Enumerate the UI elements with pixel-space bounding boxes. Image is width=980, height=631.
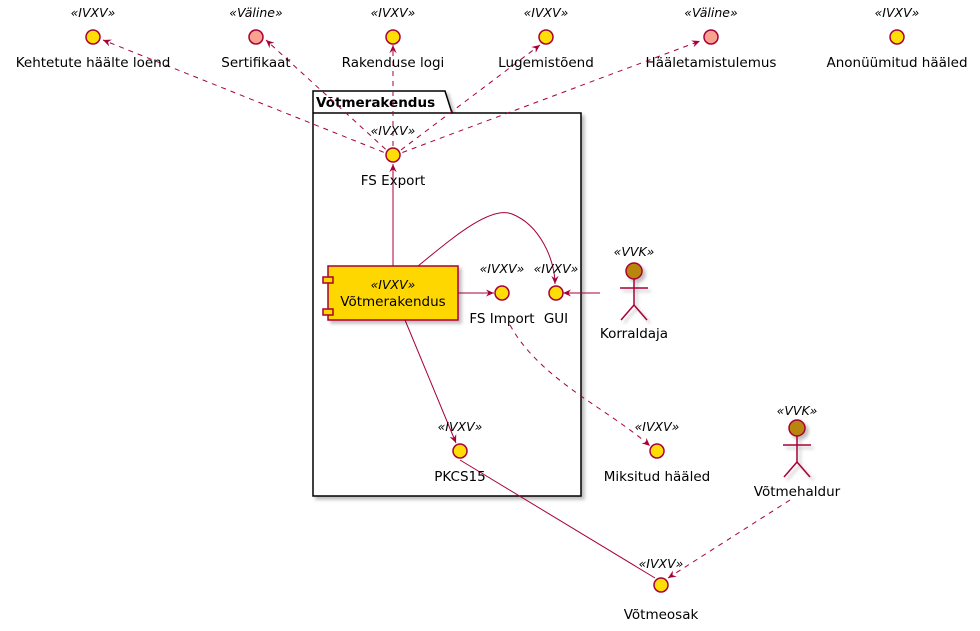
link-votmehaldur-votmeosak bbox=[667, 499, 791, 579]
interface-haaletamistulemus: «Väline» Hääletamistulemus bbox=[646, 5, 777, 71]
actor-votmehaldur-icon bbox=[783, 419, 811, 478]
actor-korraldaja-icon bbox=[620, 262, 648, 321]
interface-rakenduse-logi: «IVXV» Rakenduse logi bbox=[342, 5, 445, 71]
interface-label: FS Export bbox=[361, 173, 426, 189]
interface-sertifikaat-icon bbox=[248, 29, 264, 45]
actor-votmehaldur: «VVK» Võtmehaldur bbox=[754, 403, 841, 500]
interface-fs-export-icon bbox=[385, 147, 401, 163]
interface-fs-export: «IVXV» FS Export bbox=[361, 123, 426, 189]
interface-gui: «IVXV» GUI bbox=[534, 261, 579, 327]
link-export-haaletamistulemus bbox=[392, 40, 701, 157]
interface-lugemistoend: «IVXV» Lugemistõend bbox=[498, 5, 594, 71]
component-port-top bbox=[322, 276, 334, 284]
interface-miksitud-icon bbox=[649, 443, 665, 459]
component-votmerakendus: «IVXV» Võtmerakendus bbox=[322, 265, 459, 321]
interface-stereotype: «IVXV» bbox=[639, 556, 684, 571]
link-component-gui bbox=[417, 212, 559, 285]
component-label: Võtmerakendus bbox=[340, 294, 445, 310]
interface-label: Hääletamistulemus bbox=[646, 55, 777, 71]
interface-label: Sertifikaat bbox=[221, 55, 290, 71]
actor-label: Võtmehaldur bbox=[754, 484, 841, 500]
link-export-sertifikaat bbox=[265, 39, 394, 157]
interface-label: Rakenduse logi bbox=[342, 55, 445, 71]
interface-label: Miksitud hääled bbox=[604, 469, 710, 485]
interface-rakenduse-logi-icon bbox=[385, 29, 401, 45]
interface-votmeosak-icon bbox=[653, 577, 669, 593]
package-title: Võtmerakendus bbox=[316, 95, 435, 111]
interface-stereotype: «IVXV» bbox=[534, 261, 579, 276]
interface-label: Lugemistõend bbox=[498, 55, 594, 71]
interface-stereotype: «IVXV» bbox=[524, 5, 569, 20]
link-pkcs15-votmeosak bbox=[459, 459, 656, 579]
actor-stereotype: «VVK» bbox=[777, 403, 818, 418]
interface-pkcs15-icon bbox=[452, 443, 468, 459]
component-port-bottom bbox=[322, 308, 334, 316]
interface-haaletamistulemus-icon bbox=[703, 29, 719, 45]
component-stereotype: «IVXV» bbox=[371, 277, 416, 292]
actor-label: Korraldaja bbox=[600, 326, 668, 342]
interface-stereotype: «IVXV» bbox=[635, 419, 680, 434]
interface-label: Anonüümitud hääled bbox=[826, 55, 967, 71]
interface-kehtetute: «IVXV» Kehtetute häälte loend bbox=[16, 5, 171, 71]
interface-stereotype: «IVXV» bbox=[438, 419, 483, 434]
actor-stereotype: «VVK» bbox=[614, 244, 655, 259]
interface-kehtetute-icon bbox=[85, 29, 101, 45]
interface-stereotype: «IVXV» bbox=[875, 5, 920, 20]
link-import-miksitud bbox=[509, 324, 651, 447]
interface-anonuumitud: «IVXV» Anonüümitud hääled bbox=[826, 5, 967, 71]
interface-stereotype: «IVXV» bbox=[371, 123, 416, 138]
connectors bbox=[102, 39, 791, 579]
interface-stereotype: «IVXV» bbox=[371, 5, 416, 20]
interface-label: Kehtetute häälte loend bbox=[16, 55, 171, 71]
interface-stereotype: «Väline» bbox=[684, 5, 737, 20]
interface-anonuumitud-icon bbox=[889, 29, 905, 45]
interface-fs-import: «IVXV» FS Import bbox=[469, 261, 534, 327]
interface-miksitud: «IVXV» Miksitud hääled bbox=[604, 419, 710, 485]
interface-label: FS Import bbox=[469, 311, 534, 327]
actor-korraldaja: «VVK» Korraldaja bbox=[600, 244, 668, 342]
interface-label: PKCS15 bbox=[434, 469, 485, 485]
interface-stereotype: «Väline» bbox=[229, 5, 282, 20]
interface-stereotype: «IVXV» bbox=[71, 5, 116, 20]
interface-gui-icon bbox=[548, 285, 564, 301]
interface-label: GUI bbox=[544, 311, 568, 327]
interface-label: Võtmeosak bbox=[624, 607, 699, 623]
interface-fs-import-icon bbox=[494, 285, 510, 301]
link-export-kehtetute bbox=[102, 39, 394, 157]
interface-pkcs15: «IVXV» PKCS15 bbox=[434, 419, 485, 485]
interface-stereotype: «IVXV» bbox=[480, 261, 525, 276]
link-export-lugemistoend bbox=[392, 44, 541, 157]
interface-sertifikaat: «Väline» Sertifikaat bbox=[221, 5, 290, 71]
interface-lugemistoend-icon bbox=[538, 29, 554, 45]
interface-votmeosak: «IVXV» Võtmeosak bbox=[624, 556, 699, 623]
link-component-pkcs15 bbox=[404, 319, 457, 444]
